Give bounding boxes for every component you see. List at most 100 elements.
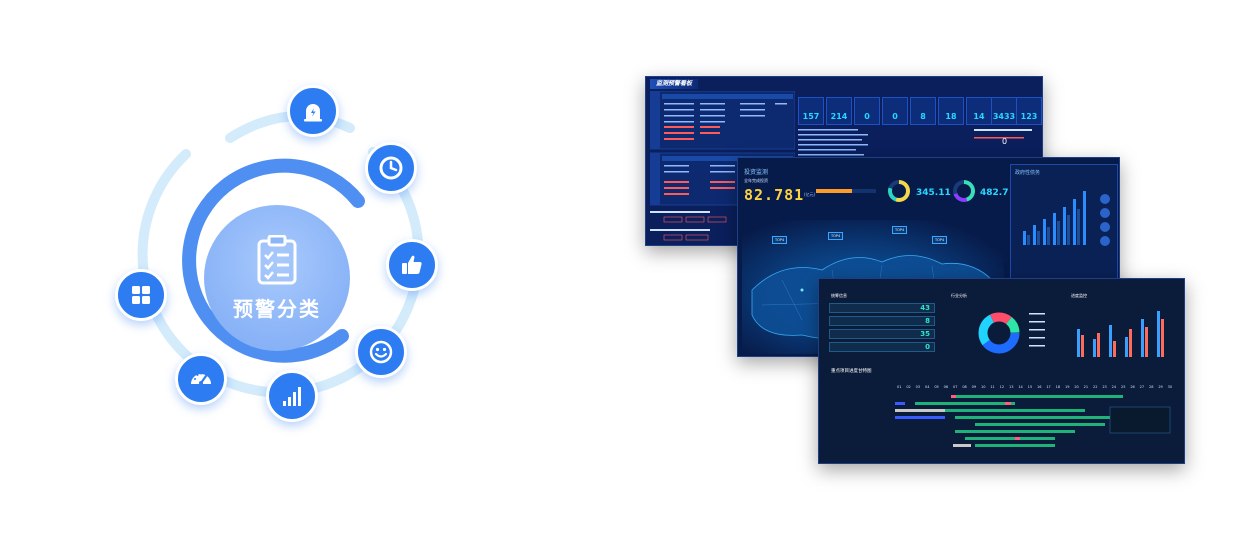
inner-ring (182, 158, 365, 363)
back-text-lines (798, 129, 1032, 156)
smiley-icon (369, 340, 393, 364)
gantt-month-label: 03 (915, 385, 921, 389)
apps-grid-icon (132, 286, 150, 304)
mid-progress-bar (816, 189, 876, 193)
back-kpi-2: 214 (826, 97, 852, 125)
gantt-month-label: 20 (1074, 385, 1079, 389)
mid-stat2-value: 482.7 (980, 188, 1009, 198)
gantt-month-label: 05 (934, 385, 939, 389)
mid-main-label: 全年完成投资 (744, 178, 768, 183)
gantt-month-label: 17 (1046, 385, 1051, 389)
gantt-month-label: 15 (1027, 385, 1033, 389)
warning-classification-diagram: 预警分类 (90, 70, 470, 450)
gantt-month-label: 21 (1083, 385, 1089, 389)
gantt-month-label: 07 (953, 385, 958, 389)
mid-dashboard-title: 投资监测 (744, 169, 769, 176)
mid-main-value: 82.781 (744, 186, 805, 204)
gantt-month-label: 02 (906, 385, 911, 389)
dashboard-front-screenshot: 统筹信息 43 8 35 0 行业分析 进度监控 重点项目进度甘特图 01 02 0… (818, 278, 1185, 464)
back-kpi-1-value: 157 (802, 112, 820, 121)
gantt-month-label: 13 (1009, 385, 1014, 389)
gantt-month-label: 08 (962, 385, 967, 389)
gantt-month-label: 01 (897, 385, 902, 389)
front-bar-chart (1077, 311, 1164, 357)
back-kpi-4: 0 (882, 97, 908, 125)
gantt-month-label: 12 (999, 385, 1005, 389)
smiley-node[interactable] (355, 326, 407, 378)
back-kpi-6: 18 (938, 97, 964, 125)
back-kpi-4-value: 0 (892, 112, 898, 121)
gantt-chart (895, 395, 1171, 447)
clock-node[interactable] (365, 142, 417, 194)
front-row-3-value: 35 (920, 330, 930, 338)
back-side-value: 0 (1002, 137, 1008, 146)
front-row-2: 8 (829, 316, 935, 326)
thumbs-up-node[interactable] (386, 239, 438, 291)
mid-gauge-1 (888, 180, 910, 202)
front-sec3-title: 进度监控 (1071, 293, 1087, 298)
back-kpi-6-value: 18 (945, 112, 957, 121)
gantt-title: 重点项目进度甘特图 (831, 369, 872, 374)
map-label-3: TOP4 (892, 226, 908, 234)
alarm-light-icon (304, 104, 322, 122)
front-donut-chart (978, 312, 1045, 354)
map-label-4: TOP4 (932, 236, 948, 244)
signal-bars-node[interactable] (266, 370, 318, 422)
speedometer-node[interactable] (175, 353, 227, 405)
back-kpi-9-value: 123 (1020, 112, 1038, 121)
mid-right-title: 政府性债务 (1015, 170, 1041, 176)
back-kpi-5: 8 (910, 97, 936, 125)
mid-side-bar-chart (1023, 191, 1110, 246)
back-kpi-8-value: 3433 (992, 112, 1016, 121)
gantt-month-label: 26 (1130, 385, 1135, 389)
back-left-tables (650, 91, 795, 241)
front-row-3: 35 (829, 329, 935, 339)
gantt-month-label: 22 (1093, 385, 1098, 389)
gantt-month-label: 16 (1037, 385, 1042, 389)
back-dashboard-title: 监测预警看板 (650, 79, 699, 89)
back-kpi-3: 0 (854, 97, 880, 125)
back-kpi-7-value: 14 (973, 112, 985, 121)
front-row-2-value: 8 (925, 317, 930, 325)
gantt-month-label: 25 (1121, 385, 1126, 389)
front-sec1-title: 统筹信息 (831, 293, 847, 298)
gantt-month-label: 06 (943, 385, 949, 389)
gantt-month-label: 23 (1102, 385, 1107, 389)
mid-gauge-2 (953, 180, 975, 202)
gantt-month-label: 24 (1111, 385, 1117, 389)
back-kpi-9: 123 (1016, 97, 1042, 125)
gantt-month-label: 19 (1065, 385, 1070, 389)
front-sec2-title: 行业分析 (951, 293, 967, 298)
speedometer-icon (191, 372, 211, 385)
back-kpi-8: 3433 (991, 97, 1017, 125)
back-kpi-1: 157 (798, 97, 824, 125)
front-row-4: 0 (829, 342, 935, 352)
gantt-month-label: 30 (1167, 385, 1173, 389)
map-label-2: TOP4 (828, 232, 844, 240)
back-kpi-3-value: 0 (864, 112, 870, 121)
mid-main-unit: (亿元) (804, 192, 816, 197)
gantt-month-label: 27 (1139, 385, 1145, 389)
gantt-month-label: 09 (971, 385, 977, 389)
gantt-month-label: 11 (990, 385, 995, 389)
thumbs-up-icon (402, 255, 422, 274)
clock-icon (379, 156, 403, 180)
clipboard-checklist-icon (257, 234, 297, 284)
alarm-light-node[interactable] (287, 85, 339, 137)
map-label-1: TOP4 (772, 236, 788, 244)
gantt-month-label: 14 (1018, 385, 1023, 389)
gantt-month-label: 10 (981, 385, 986, 389)
gantt-month-label: 29 (1158, 385, 1163, 389)
gantt-month-label: 28 (1149, 385, 1154, 389)
center-disc: 预警分类 (204, 205, 350, 351)
front-row-1: 43 (829, 303, 935, 313)
apps-grid-node[interactable] (115, 269, 167, 321)
front-row-1-value: 43 (920, 304, 930, 312)
back-kpi-5-value: 8 (920, 112, 926, 121)
gantt-month-label: 04 (925, 385, 930, 389)
back-kpi-7: 14 (966, 97, 992, 125)
mid-stat1-value: 345.11 (916, 188, 951, 198)
center-label: 预警分类 (233, 296, 321, 321)
front-row-4-value: 0 (925, 343, 930, 351)
